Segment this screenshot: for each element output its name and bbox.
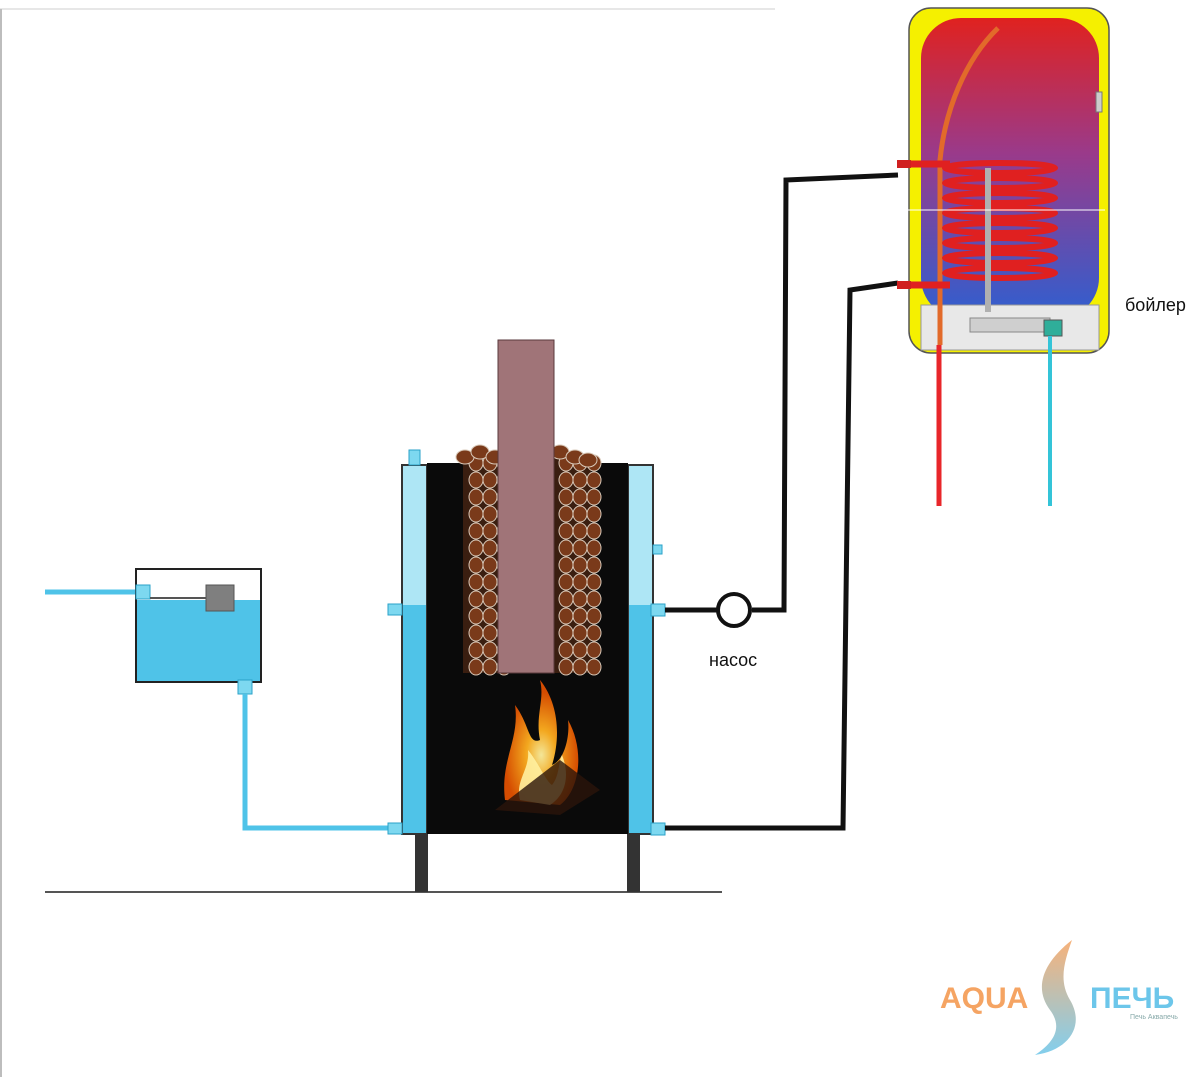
float-valve bbox=[205, 584, 235, 612]
stone bbox=[558, 658, 574, 676]
supply-pipe-up bbox=[752, 172, 899, 613]
stone bbox=[586, 539, 602, 557]
coil-loop bbox=[942, 175, 1058, 191]
stone bbox=[468, 607, 484, 625]
stone bbox=[482, 556, 498, 574]
logo-tagline: Печь Аквапечь bbox=[1130, 1014, 1178, 1021]
water-flame-wave-icon bbox=[1035, 940, 1076, 1055]
stone bbox=[586, 522, 602, 540]
stone bbox=[468, 505, 484, 523]
stone bbox=[572, 607, 588, 625]
stove bbox=[387, 339, 666, 892]
stone bbox=[468, 590, 484, 608]
stone bbox=[468, 556, 484, 574]
stone bbox=[586, 556, 602, 574]
stone bbox=[572, 556, 588, 574]
stone bbox=[482, 488, 498, 506]
coil-loop bbox=[942, 235, 1058, 251]
stone bbox=[558, 539, 574, 557]
stone bbox=[482, 590, 498, 608]
stone bbox=[482, 607, 498, 625]
stone bbox=[558, 505, 574, 523]
pump-circle-icon bbox=[716, 592, 752, 628]
heat-exchanger-coil bbox=[905, 160, 1058, 289]
coil-loop bbox=[942, 205, 1058, 221]
coil-loop bbox=[942, 190, 1058, 206]
stove-leg-right bbox=[627, 834, 640, 892]
return-pipe bbox=[665, 280, 899, 831]
stone bbox=[586, 471, 602, 489]
stone bbox=[468, 522, 484, 540]
stone bbox=[558, 607, 574, 625]
coil-connectors bbox=[905, 160, 950, 289]
stone bbox=[572, 641, 588, 659]
stone bbox=[572, 573, 588, 591]
stone bbox=[482, 522, 498, 540]
coil-loop bbox=[942, 160, 1058, 176]
stone bbox=[558, 556, 574, 574]
stone bbox=[468, 471, 484, 489]
stone bbox=[572, 590, 588, 608]
stone bbox=[586, 641, 602, 659]
stone bbox=[572, 488, 588, 506]
stone bbox=[558, 641, 574, 659]
stone bbox=[572, 624, 588, 642]
coil-loop bbox=[942, 265, 1058, 281]
stone bbox=[558, 471, 574, 489]
stone bbox=[586, 505, 602, 523]
boiler-label: бойлер bbox=[1125, 295, 1186, 315]
feed-pipe bbox=[242, 694, 392, 831]
stone bbox=[558, 624, 574, 642]
boiler bbox=[897, 7, 1110, 506]
logo-aqua: AQUA bbox=[940, 982, 1028, 1015]
stone bbox=[468, 573, 484, 591]
stone bbox=[468, 641, 484, 659]
stone bbox=[558, 522, 574, 540]
stone bbox=[468, 624, 484, 642]
stone bbox=[572, 658, 588, 676]
stone bbox=[586, 590, 602, 608]
stone bbox=[586, 573, 602, 591]
pump-label: насос bbox=[709, 650, 757, 670]
coil-loop bbox=[942, 250, 1058, 266]
aquapech-logo: AQUA ПЕЧЬ Печь Аквапечь bbox=[940, 940, 1178, 1055]
stone bbox=[558, 573, 574, 591]
stone bbox=[586, 488, 602, 506]
stone bbox=[586, 658, 602, 676]
stone bbox=[572, 471, 588, 489]
stone bbox=[572, 539, 588, 557]
stone bbox=[468, 658, 484, 676]
stone bbox=[482, 471, 498, 489]
stone bbox=[558, 488, 574, 506]
stone bbox=[482, 573, 498, 591]
stove-leg-left bbox=[415, 834, 428, 892]
chimney bbox=[497, 339, 555, 674]
stone bbox=[558, 590, 574, 608]
stone bbox=[482, 505, 498, 523]
stone bbox=[572, 522, 588, 540]
expansion-tank bbox=[45, 568, 392, 831]
stone bbox=[468, 539, 484, 557]
stone bbox=[482, 658, 498, 676]
logo-pech: ПЕЧЬ bbox=[1090, 982, 1174, 1015]
stone bbox=[482, 539, 498, 557]
stone bbox=[468, 488, 484, 506]
stone bbox=[578, 452, 598, 468]
stone bbox=[572, 505, 588, 523]
stone bbox=[482, 624, 498, 642]
flame-icon bbox=[495, 680, 600, 815]
stone bbox=[482, 641, 498, 659]
stone bbox=[586, 624, 602, 642]
coil-loop bbox=[942, 220, 1058, 236]
stone bbox=[586, 607, 602, 625]
